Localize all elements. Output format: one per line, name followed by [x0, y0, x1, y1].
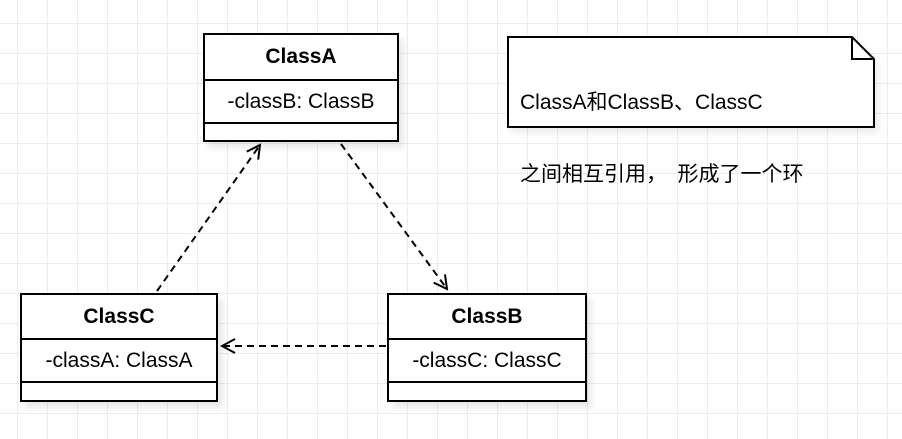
class-name: ClassA — [205, 35, 397, 81]
note-text-line1: ClassA和ClassB、ClassC — [520, 91, 763, 114]
note-fold-corner-icon — [851, 37, 874, 60]
methods-compartment — [205, 124, 397, 140]
dependency-arrow-classa-to-classb[interactable] — [340, 143, 447, 289]
class-box-classa[interactable]: ClassA -classB: ClassB — [203, 33, 399, 142]
class-attribute: -classA: ClassA — [22, 340, 216, 383]
note-text-line2: 之间相互引用， 形成了一个环 — [520, 163, 804, 186]
class-attribute: -classB: ClassB — [205, 81, 397, 124]
methods-compartment — [22, 383, 216, 400]
class-box-classc[interactable]: ClassC -classA: ClassA — [20, 293, 218, 402]
class-name: ClassC — [22, 295, 216, 340]
note-shape[interactable]: ClassA和ClassB、ClassC 之间相互引用， 形成了一个环 — [507, 36, 875, 186]
class-box-classb[interactable]: ClassB -classC: ClassC — [387, 293, 587, 402]
dependency-arrow-classc-to-classa[interactable] — [156, 145, 260, 292]
methods-compartment — [389, 383, 585, 400]
note-text: ClassA和ClassB、ClassC 之间相互引用， 形成了一个环 — [520, 43, 804, 235]
class-attribute: -classC: ClassC — [389, 340, 585, 383]
note-outline — [507, 36, 875, 128]
class-name: ClassB — [389, 295, 585, 340]
